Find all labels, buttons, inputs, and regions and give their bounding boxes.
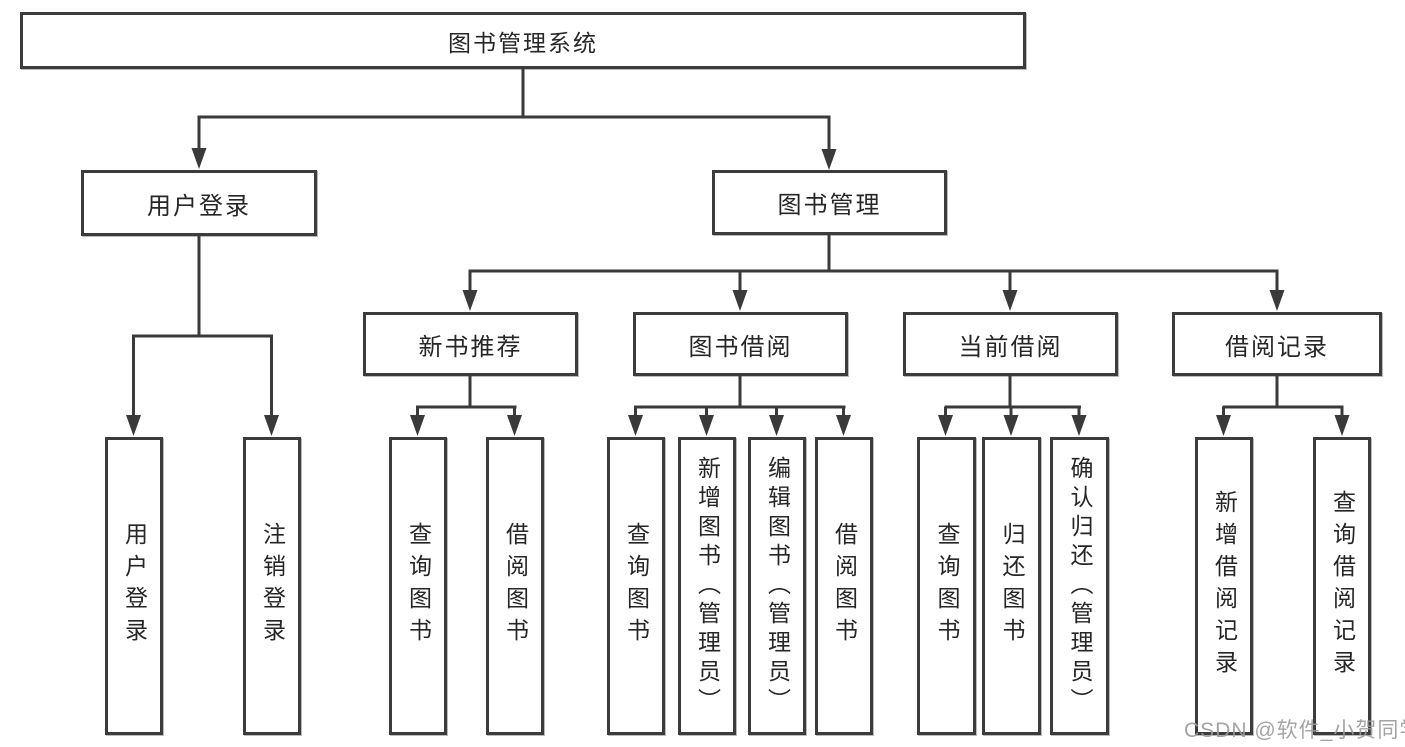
node-library-system-label: 图书管理系统 [448, 29, 598, 56]
node-borrow-records: 借阅记录 [1172, 312, 1382, 376]
leaf-query-books-recommend: 查询图书 [389, 437, 447, 735]
leaf-return-book: 归还图书 [982, 437, 1041, 735]
node-library-system: 图书管理系统 [20, 12, 1026, 69]
leaf-query-borrow-record-label: 查询借阅记录 [1329, 490, 1356, 682]
node-current-borrow: 当前借阅 [903, 312, 1118, 376]
leaf-borrow-books-recommend-label: 借阅图书 [502, 522, 529, 650]
leaf-query-borrow-record: 查询借阅记录 [1313, 437, 1371, 735]
leaf-user-login-label: 用户登录 [121, 522, 148, 650]
leaf-return-book-label: 归还图书 [999, 522, 1025, 650]
node-new-book-recommend: 新书推荐 [363, 312, 578, 376]
leaf-query-books-recommend-label: 查询图书 [405, 522, 432, 650]
leaf-query-books-current-label: 查询图书 [934, 522, 960, 650]
leaf-query-books-borrow-label: 查询图书 [623, 522, 650, 650]
leaf-query-books-borrow: 查询图书 [607, 437, 665, 735]
leaf-borrow-books-recommend: 借阅图书 [486, 437, 544, 735]
node-user-login-label: 用户登录 [147, 192, 251, 220]
node-book-borrow-label: 图书借阅 [688, 333, 793, 361]
node-new-book-recommend-label: 新书推荐 [418, 333, 523, 361]
node-book-management-label: 图书管理 [777, 192, 882, 219]
node-borrow-records-label: 借阅记录 [1225, 333, 1329, 361]
leaf-edit-book-admin-label: 编辑图书（管理员） [764, 455, 791, 717]
leaf-confirm-return-admin-label: 确认归还（管理员） [1067, 455, 1093, 717]
leaf-add-borrow-record-label: 新增借阅记录 [1211, 490, 1238, 682]
leaf-logout-label: 注销登录 [259, 522, 286, 650]
leaf-add-borrow-record: 新增借阅记录 [1195, 437, 1253, 735]
leaf-borrow-books: 借阅图书 [815, 437, 873, 735]
watermark: CSDN @软件_小贺同学 [1184, 719, 1405, 742]
node-book-management: 图书管理 [712, 170, 947, 235]
node-current-borrow-label: 当前借阅 [958, 333, 1063, 361]
leaf-add-book-admin-label: 新增图书（管理员） [694, 455, 721, 717]
leaf-edit-book-admin: 编辑图书（管理员） [748, 437, 806, 735]
leaf-query-books-current: 查询图书 [917, 437, 976, 735]
leaf-add-book-admin: 新增图书（管理员） [678, 437, 736, 735]
leaf-confirm-return-admin: 确认归还（管理员） [1050, 437, 1109, 735]
node-user-login: 用户登录 [81, 170, 317, 236]
leaf-borrow-books-label: 借阅图书 [831, 522, 858, 650]
node-book-borrow: 图书借阅 [633, 312, 848, 376]
leaf-user-login: 用户登录 [105, 437, 163, 735]
leaf-logout: 注销登录 [243, 437, 301, 735]
